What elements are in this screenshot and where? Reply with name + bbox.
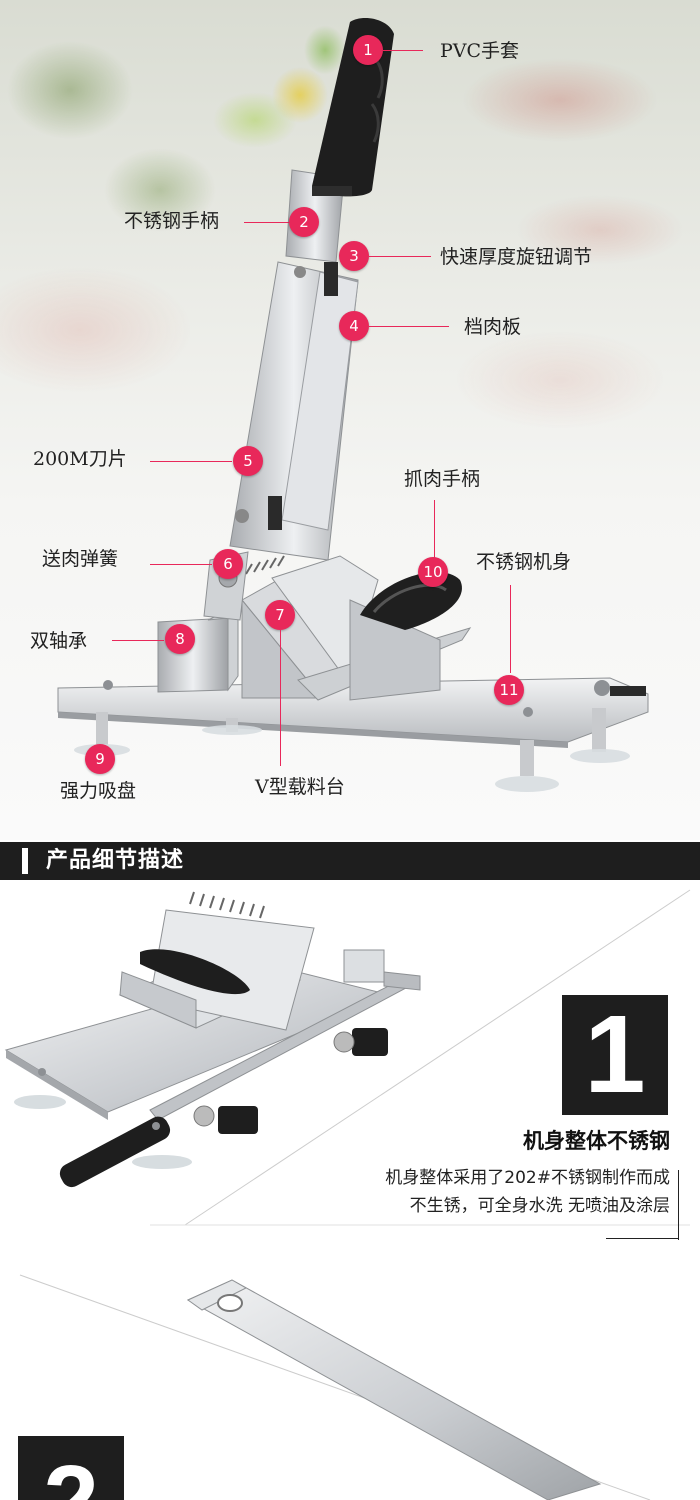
detail-illustrations [4, 889, 691, 1500]
part-badge-8: 8 [165, 624, 195, 654]
feature-title-1: 机身整体不锈钢 [523, 1129, 670, 1153]
leader-8 [112, 640, 164, 641]
v-tray [241, 555, 472, 701]
feature-desc-1-line1: 机身整体采用了202#不锈钢制作而成 [385, 1168, 670, 1188]
leader-11 [510, 585, 511, 673]
part-label-double-bearing: 双轴承 [30, 630, 88, 652]
part-badge-9: 9 [85, 744, 115, 774]
part-label-steel-body: 不锈钢机身 [476, 551, 572, 573]
part-badge-1: 1 [353, 35, 383, 65]
leader-7 [280, 630, 281, 766]
leader-6 [150, 564, 212, 565]
feature-number-2: 2 [18, 1436, 124, 1500]
leader-3 [369, 256, 431, 257]
section-header: 产品细节描述 [0, 842, 700, 880]
legs [74, 680, 630, 792]
part-label-steel-handle: 不锈钢手柄 [124, 210, 220, 232]
meat-slicer-illustration [57, 18, 649, 792]
diagonal-line-1 [184, 889, 691, 1226]
part-label-thickness-knob: 快速厚度旋钮调节 [440, 246, 593, 268]
leader-10 [434, 500, 435, 558]
part-badge-2: 2 [289, 207, 319, 237]
leader-2 [244, 222, 290, 223]
part-badge-10: 10 [418, 557, 448, 587]
product-hero: 1 PVC手套 不锈钢手柄 2 3 快速厚度旋钮调节 4 档肉板 200M刀片 … [0, 0, 700, 840]
feature-1-rule [678, 1170, 679, 1240]
section-marker [22, 848, 28, 874]
feature-number-1: 1 [562, 995, 668, 1115]
part-label-v-tray: V型载料台 [255, 776, 345, 798]
part-label-suction-cup: 强力吸盘 [60, 780, 137, 802]
feature-1-rule-bottom [606, 1238, 678, 1239]
part-badge-4: 4 [339, 311, 369, 341]
part-badge-7: 7 [265, 600, 295, 630]
leader-5 [150, 461, 232, 462]
part-label-blade: 200M刀片 [33, 448, 127, 470]
part-label-meat-guard: 档肉板 [464, 316, 522, 338]
part-label-pvc-grip: PVC手套 [440, 40, 520, 62]
part-label-feed-spring: 送肉弹簧 [42, 548, 119, 570]
slicer-topview [4, 891, 421, 1188]
leader-1 [383, 50, 423, 51]
part-badge-5: 5 [233, 446, 263, 476]
part-label-grip-handle: 抓肉手柄 [404, 468, 481, 490]
part-badge-6: 6 [213, 549, 243, 579]
steel-bar-closeup [186, 1279, 602, 1500]
leader-4 [369, 326, 449, 327]
section-title: 产品细节描述 [46, 848, 185, 873]
part-badge-11: 11 [494, 675, 524, 705]
part-badge-3: 3 [339, 241, 369, 271]
feature-desc-1-line2: 不生锈，可全身水洗 无喷油及涂层 [409, 1196, 670, 1216]
detail-section: 1 机身整体不锈钢 机身整体采用了202#不锈钢制作而成 不生锈，可全身水洗 无… [0, 880, 700, 1500]
